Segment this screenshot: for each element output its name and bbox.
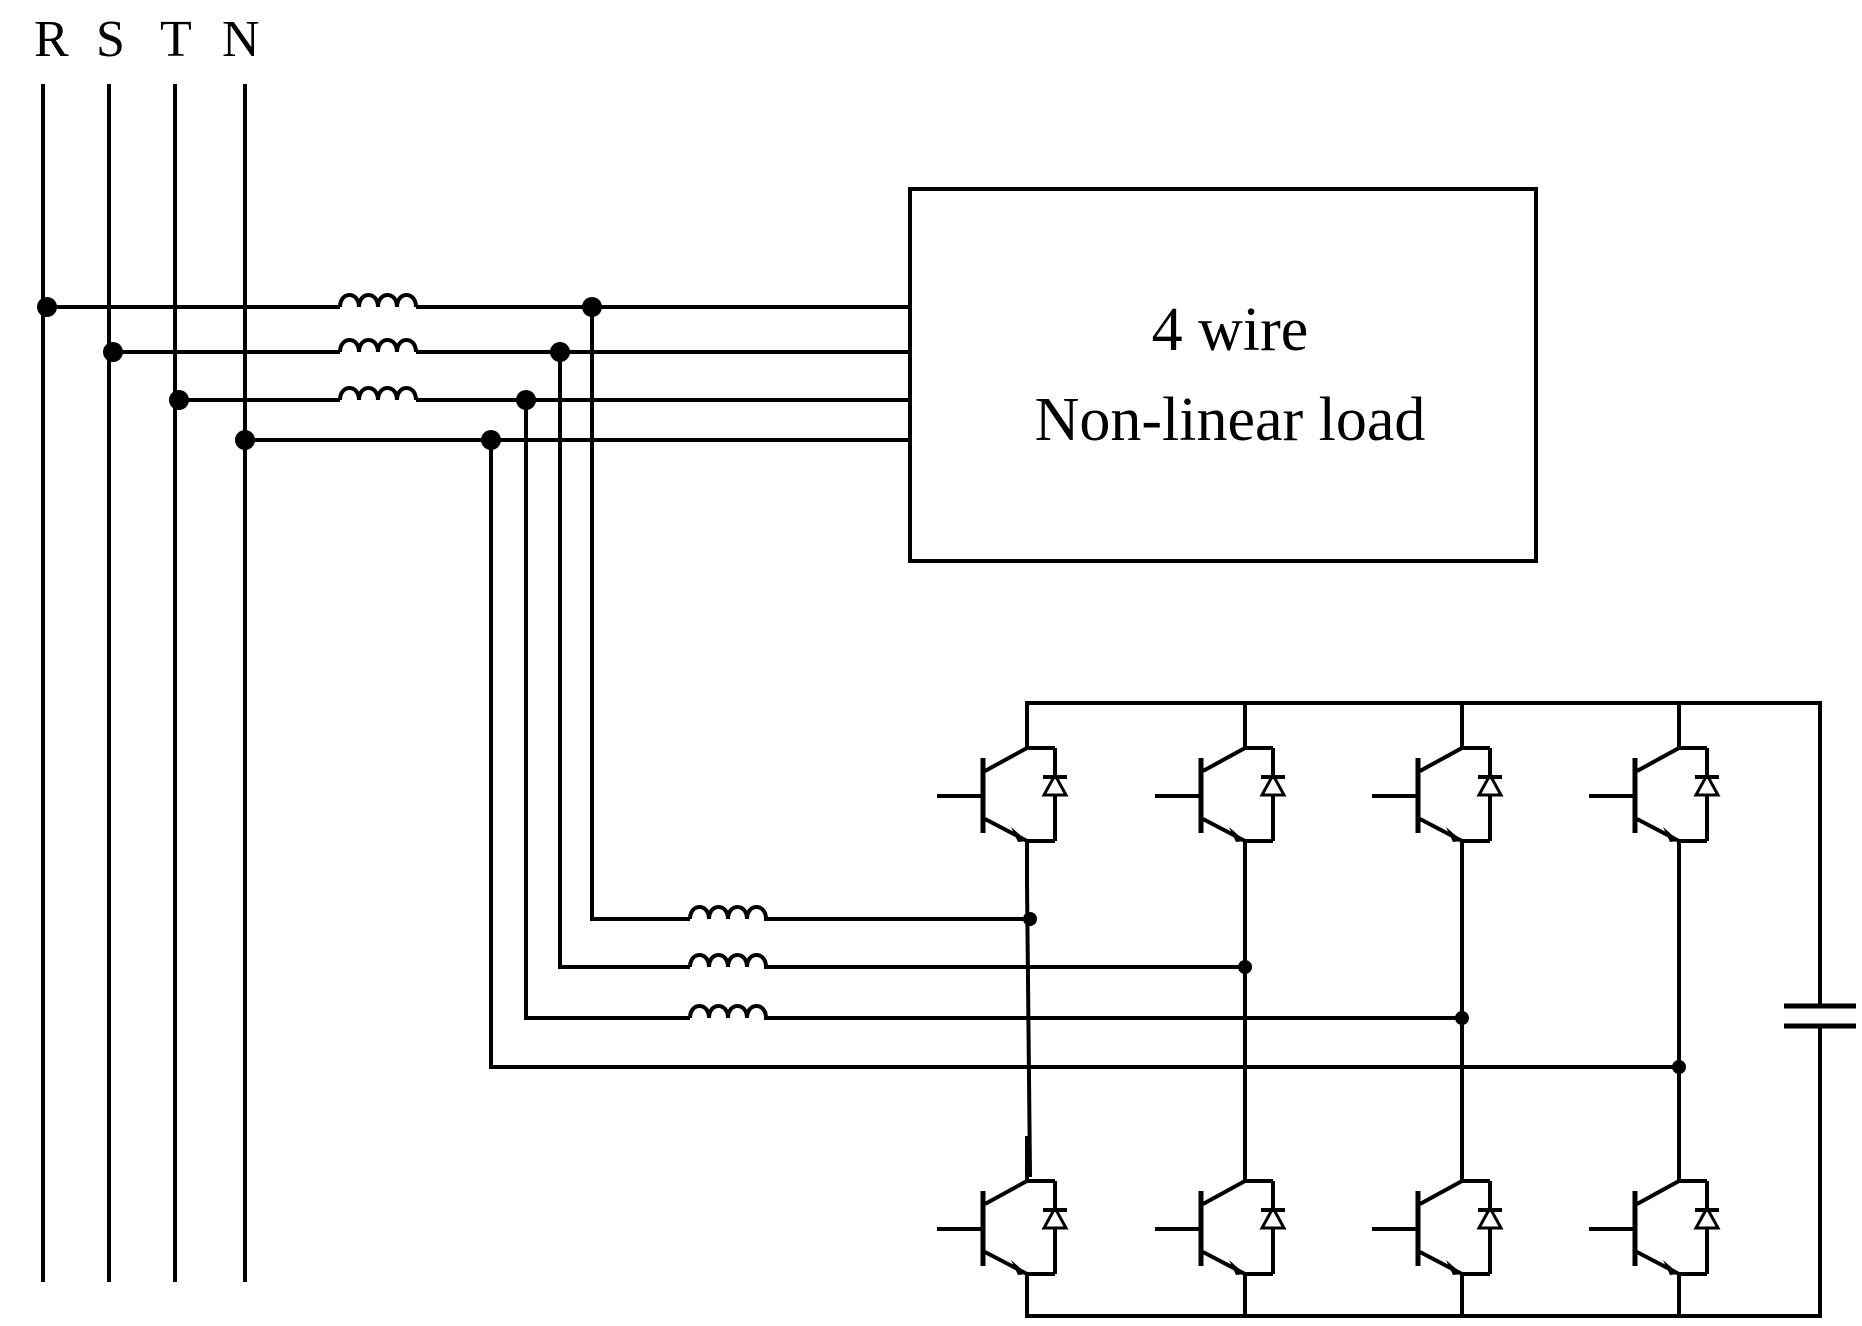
supply-lines [45, 305, 912, 442]
inductor-icon [690, 955, 766, 967]
phase-label-s: S [96, 11, 125, 68]
igbt-icon [1589, 703, 1719, 883]
inductor-icon [340, 340, 416, 352]
source-inductors [340, 295, 416, 400]
inverter-junction-dots [1023, 912, 1686, 1074]
inductor-icon [340, 295, 416, 307]
dc-rails [1025, 701, 1822, 1318]
filter-inductors [690, 907, 1464, 1018]
inductor-icon [340, 388, 416, 400]
junction-dot [235, 430, 255, 450]
load-title-line2: Non-linear load [1035, 386, 1426, 454]
junction-dots [37, 297, 602, 450]
upper-switches [937, 703, 1719, 883]
igbt-icon [937, 703, 1067, 883]
filter-feeders [489, 305, 1678, 1069]
junction-dot [103, 342, 123, 362]
igbt-icon [1155, 703, 1285, 883]
igbt-icon [1589, 1136, 1719, 1316]
inductor-icon [690, 1006, 766, 1018]
igbt-icon [1372, 1136, 1502, 1316]
junction-dot [1455, 1011, 1469, 1025]
junction-dot [1238, 960, 1252, 974]
load-title-line1: 4 wire [1152, 296, 1309, 364]
igbt-icon [1155, 1136, 1285, 1316]
inductor-icon [690, 907, 766, 919]
lower-switches [937, 1136, 1719, 1316]
junction-dot [1023, 912, 1037, 926]
junction-dot [169, 390, 189, 410]
inverter-legs [1024, 880, 1681, 1178]
igbt-icon [1372, 703, 1502, 883]
junction-dot [37, 297, 57, 317]
nonlinear-load-block: 4 wire Non-linear load [908, 187, 1538, 563]
dc-capacitor-icon [1784, 1003, 1856, 1029]
phase-label-n: N [222, 11, 260, 68]
grid-buses [41, 84, 247, 1282]
phase-label-r: R [34, 11, 69, 68]
phase-label-t: T [160, 11, 192, 68]
igbt-icon [937, 1136, 1067, 1316]
junction-dot [1672, 1060, 1686, 1074]
